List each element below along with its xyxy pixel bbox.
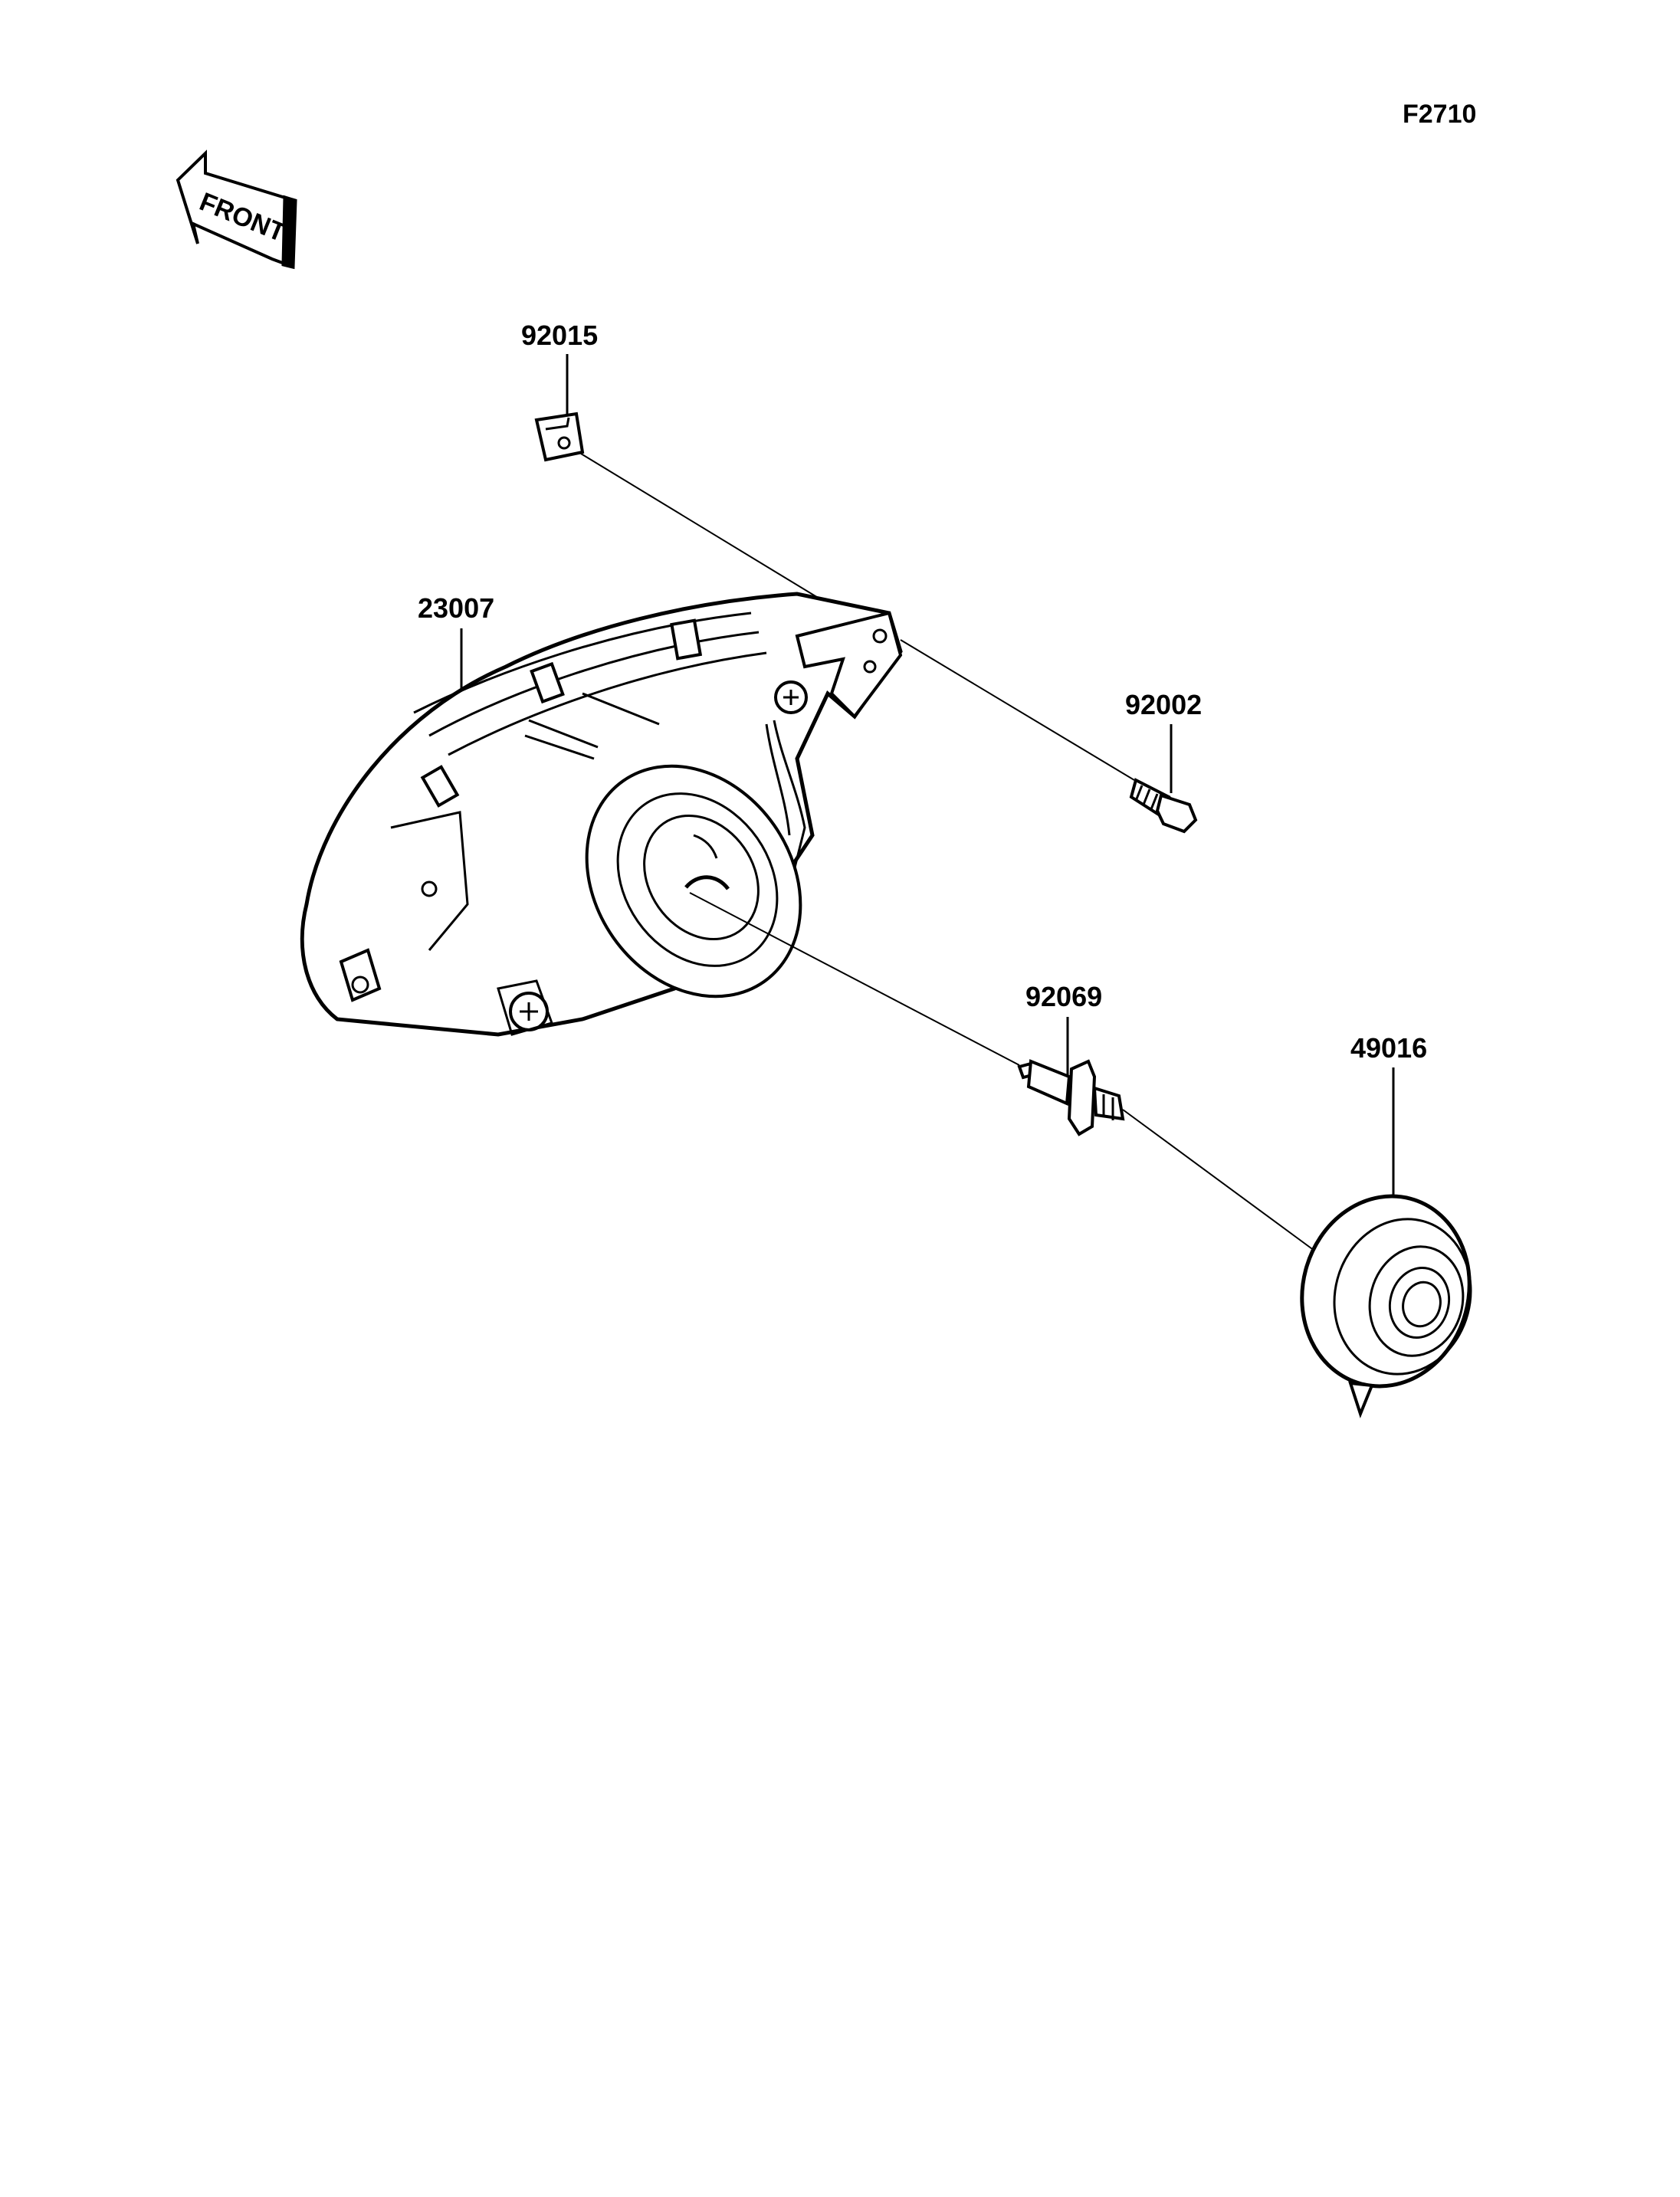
- part-number-92002: 92002: [1125, 689, 1202, 720]
- assembly-line-92002: [900, 639, 1135, 781]
- part-92015[interactable]: 92015: [521, 320, 859, 623]
- figure-code: F2710: [1403, 100, 1476, 129]
- part-92002[interactable]: 92002: [900, 639, 1202, 834]
- front-arrow-icon: FRONT: [176, 149, 297, 270]
- assembly-line-92069: [1122, 1109, 1315, 1251]
- part-number-92015: 92015: [521, 320, 598, 351]
- dust-cover-icon: [1300, 1194, 1472, 1418]
- part-number-23007: 23007: [418, 592, 494, 624]
- part-number-92069: 92069: [1025, 981, 1102, 1012]
- part-23007[interactable]: 23007: [300, 592, 1020, 1066]
- assembly-line-23007: [689, 892, 1020, 1066]
- part-number-49016: 49016: [1350, 1032, 1427, 1064]
- part-49016[interactable]: 49016: [1281, 1032, 1490, 1418]
- bulb-icon: [1017, 1059, 1125, 1136]
- bolt-icon: [1129, 778, 1198, 834]
- part-92069[interactable]: 92069: [1017, 981, 1315, 1251]
- headlight-housing-icon: [300, 592, 903, 1037]
- clip-nut-icon: [534, 412, 585, 462]
- assembly-line-92015: [580, 453, 859, 623]
